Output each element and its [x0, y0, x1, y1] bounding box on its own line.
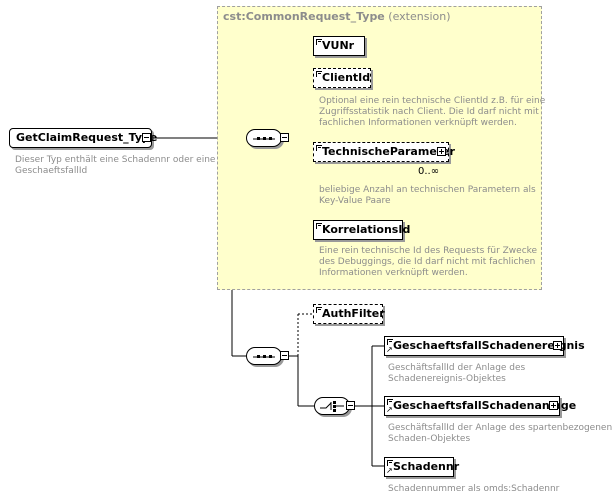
extension-type-name: cst:CommonRequest_Type	[223, 10, 385, 23]
collapse-icon[interactable]	[346, 401, 355, 410]
root-doc: Dieser Typ enthält eine Schadennr oder e…	[15, 155, 216, 176]
schadennr-doc: Schadennummer als omds:Schadennr	[388, 484, 560, 494]
collapse-icon[interactable]	[280, 133, 289, 142]
element-gf-schadenanlage[interactable]: ↗ GeschaeftsfallSchadenanlage	[384, 396, 576, 416]
choice-compositor-icon[interactable]	[314, 397, 350, 415]
element-korrelations-id[interactable]: KorrelationsId	[313, 220, 410, 240]
element-marker-icon	[316, 39, 322, 45]
element-auth-filter[interactable]: AuthFilter	[313, 304, 385, 324]
gf-schadenanlage-doc: GeschäftsfallId der Anlage des spartenbe…	[388, 423, 613, 444]
gf-schadenereignis-doc: GeschäftsfallId der Anlage des Schadener…	[388, 363, 526, 384]
element-marker-icon	[387, 460, 393, 466]
root-type-name: GetClaimRequest_Type	[16, 131, 158, 144]
sequence-compositor-icon[interactable]	[246, 129, 282, 147]
extension-title: cst:CommonRequest_Type (extension)	[223, 10, 451, 23]
element-marker-icon	[387, 339, 393, 345]
sequence-compositor-icon[interactable]	[246, 347, 282, 365]
element-marker-icon	[316, 145, 322, 151]
reference-arrow-icon: ↗	[386, 466, 393, 475]
expand-icon[interactable]	[549, 401, 558, 410]
element-schadennr[interactable]: ↗ Schadennr	[384, 457, 459, 477]
technische-parameter-doc: beliebige Anzahl an technischen Paramete…	[319, 185, 536, 206]
reference-arrow-icon: ↗	[386, 405, 393, 414]
element-marker-icon	[316, 307, 322, 313]
root-type-box[interactable]: GetClaimRequest_Type	[9, 128, 157, 148]
expand-icon[interactable]	[437, 147, 446, 156]
element-marker-icon	[387, 399, 393, 405]
reference-arrow-icon: ↗	[386, 345, 393, 354]
element-marker-icon	[316, 71, 322, 77]
occurrence-label: 0..∞	[418, 166, 440, 177]
expand-icon[interactable]	[553, 341, 562, 350]
collapse-icon[interactable]	[280, 351, 289, 360]
element-technische-parameter[interactable]: TechnischeParameter	[313, 142, 455, 162]
element-marker-icon	[316, 223, 322, 229]
extension-kind: (extension)	[388, 10, 451, 23]
korrelations-id-doc: Eine rein technische Id des Requests für…	[319, 246, 538, 278]
element-client-id[interactable]: ClientId	[313, 68, 371, 88]
element-vunr[interactable]: VUNr	[313, 36, 365, 56]
client-id-doc: Optional eine rein technische ClientId z…	[319, 96, 546, 128]
element-gf-schadenereignis[interactable]: ↗ GeschaeftsfallSchadenereignis	[384, 336, 585, 356]
collapse-icon[interactable]	[142, 133, 151, 142]
